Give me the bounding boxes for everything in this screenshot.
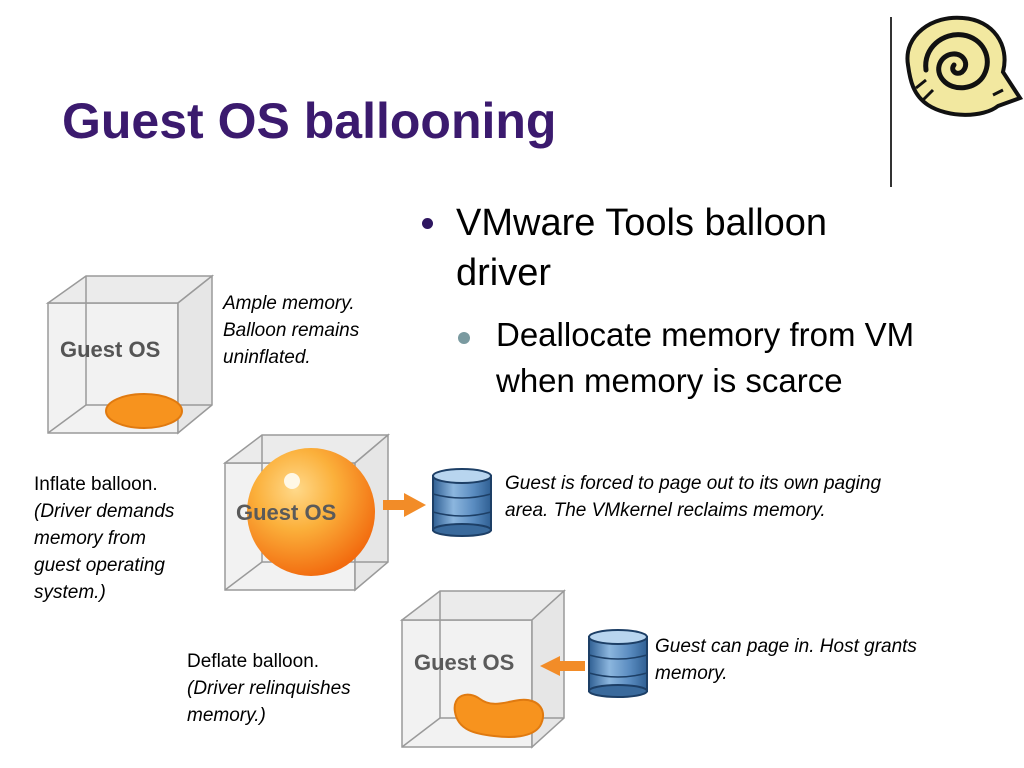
bullet-level2: Deallocate memory from VM when memory is… xyxy=(458,312,988,404)
bullet-dot-icon xyxy=(422,218,433,229)
cube-2-caption: Inflate balloon. (Driver demands memory … xyxy=(34,474,175,603)
database-disk-icon xyxy=(588,629,648,698)
arrow-icon xyxy=(540,656,585,676)
spiral-shell-icon xyxy=(905,15,1024,117)
cube-3-right-caption: Guest can page in. Host grants memory. xyxy=(655,636,917,684)
cube-2-label: Guest OS xyxy=(236,500,336,525)
database-disk-icon xyxy=(432,468,492,537)
bullet-level1: VMware Tools balloon driver xyxy=(422,198,902,298)
balloon-inflated-icon xyxy=(247,448,375,576)
balloon-highlight xyxy=(284,473,300,489)
cube-2-right-caption: Guest is forced to page out to its own p… xyxy=(505,473,882,521)
slide-title: Guest OS ballooning xyxy=(62,93,557,149)
cube-3-caption: Deflate balloon. (Driver relinquishes me… xyxy=(187,651,351,726)
balloon-deflated-icon xyxy=(105,393,183,429)
balloon-deflating-icon xyxy=(453,693,545,738)
arrow-icon xyxy=(383,493,426,517)
cube-1-caption: Ample memory. Balloon remains uninflated… xyxy=(223,293,360,368)
divider-line xyxy=(890,17,892,187)
cube-3-label: Guest OS xyxy=(414,650,514,675)
bullet-dot-icon xyxy=(458,332,470,344)
cube-1-label: Guest OS xyxy=(60,337,160,362)
